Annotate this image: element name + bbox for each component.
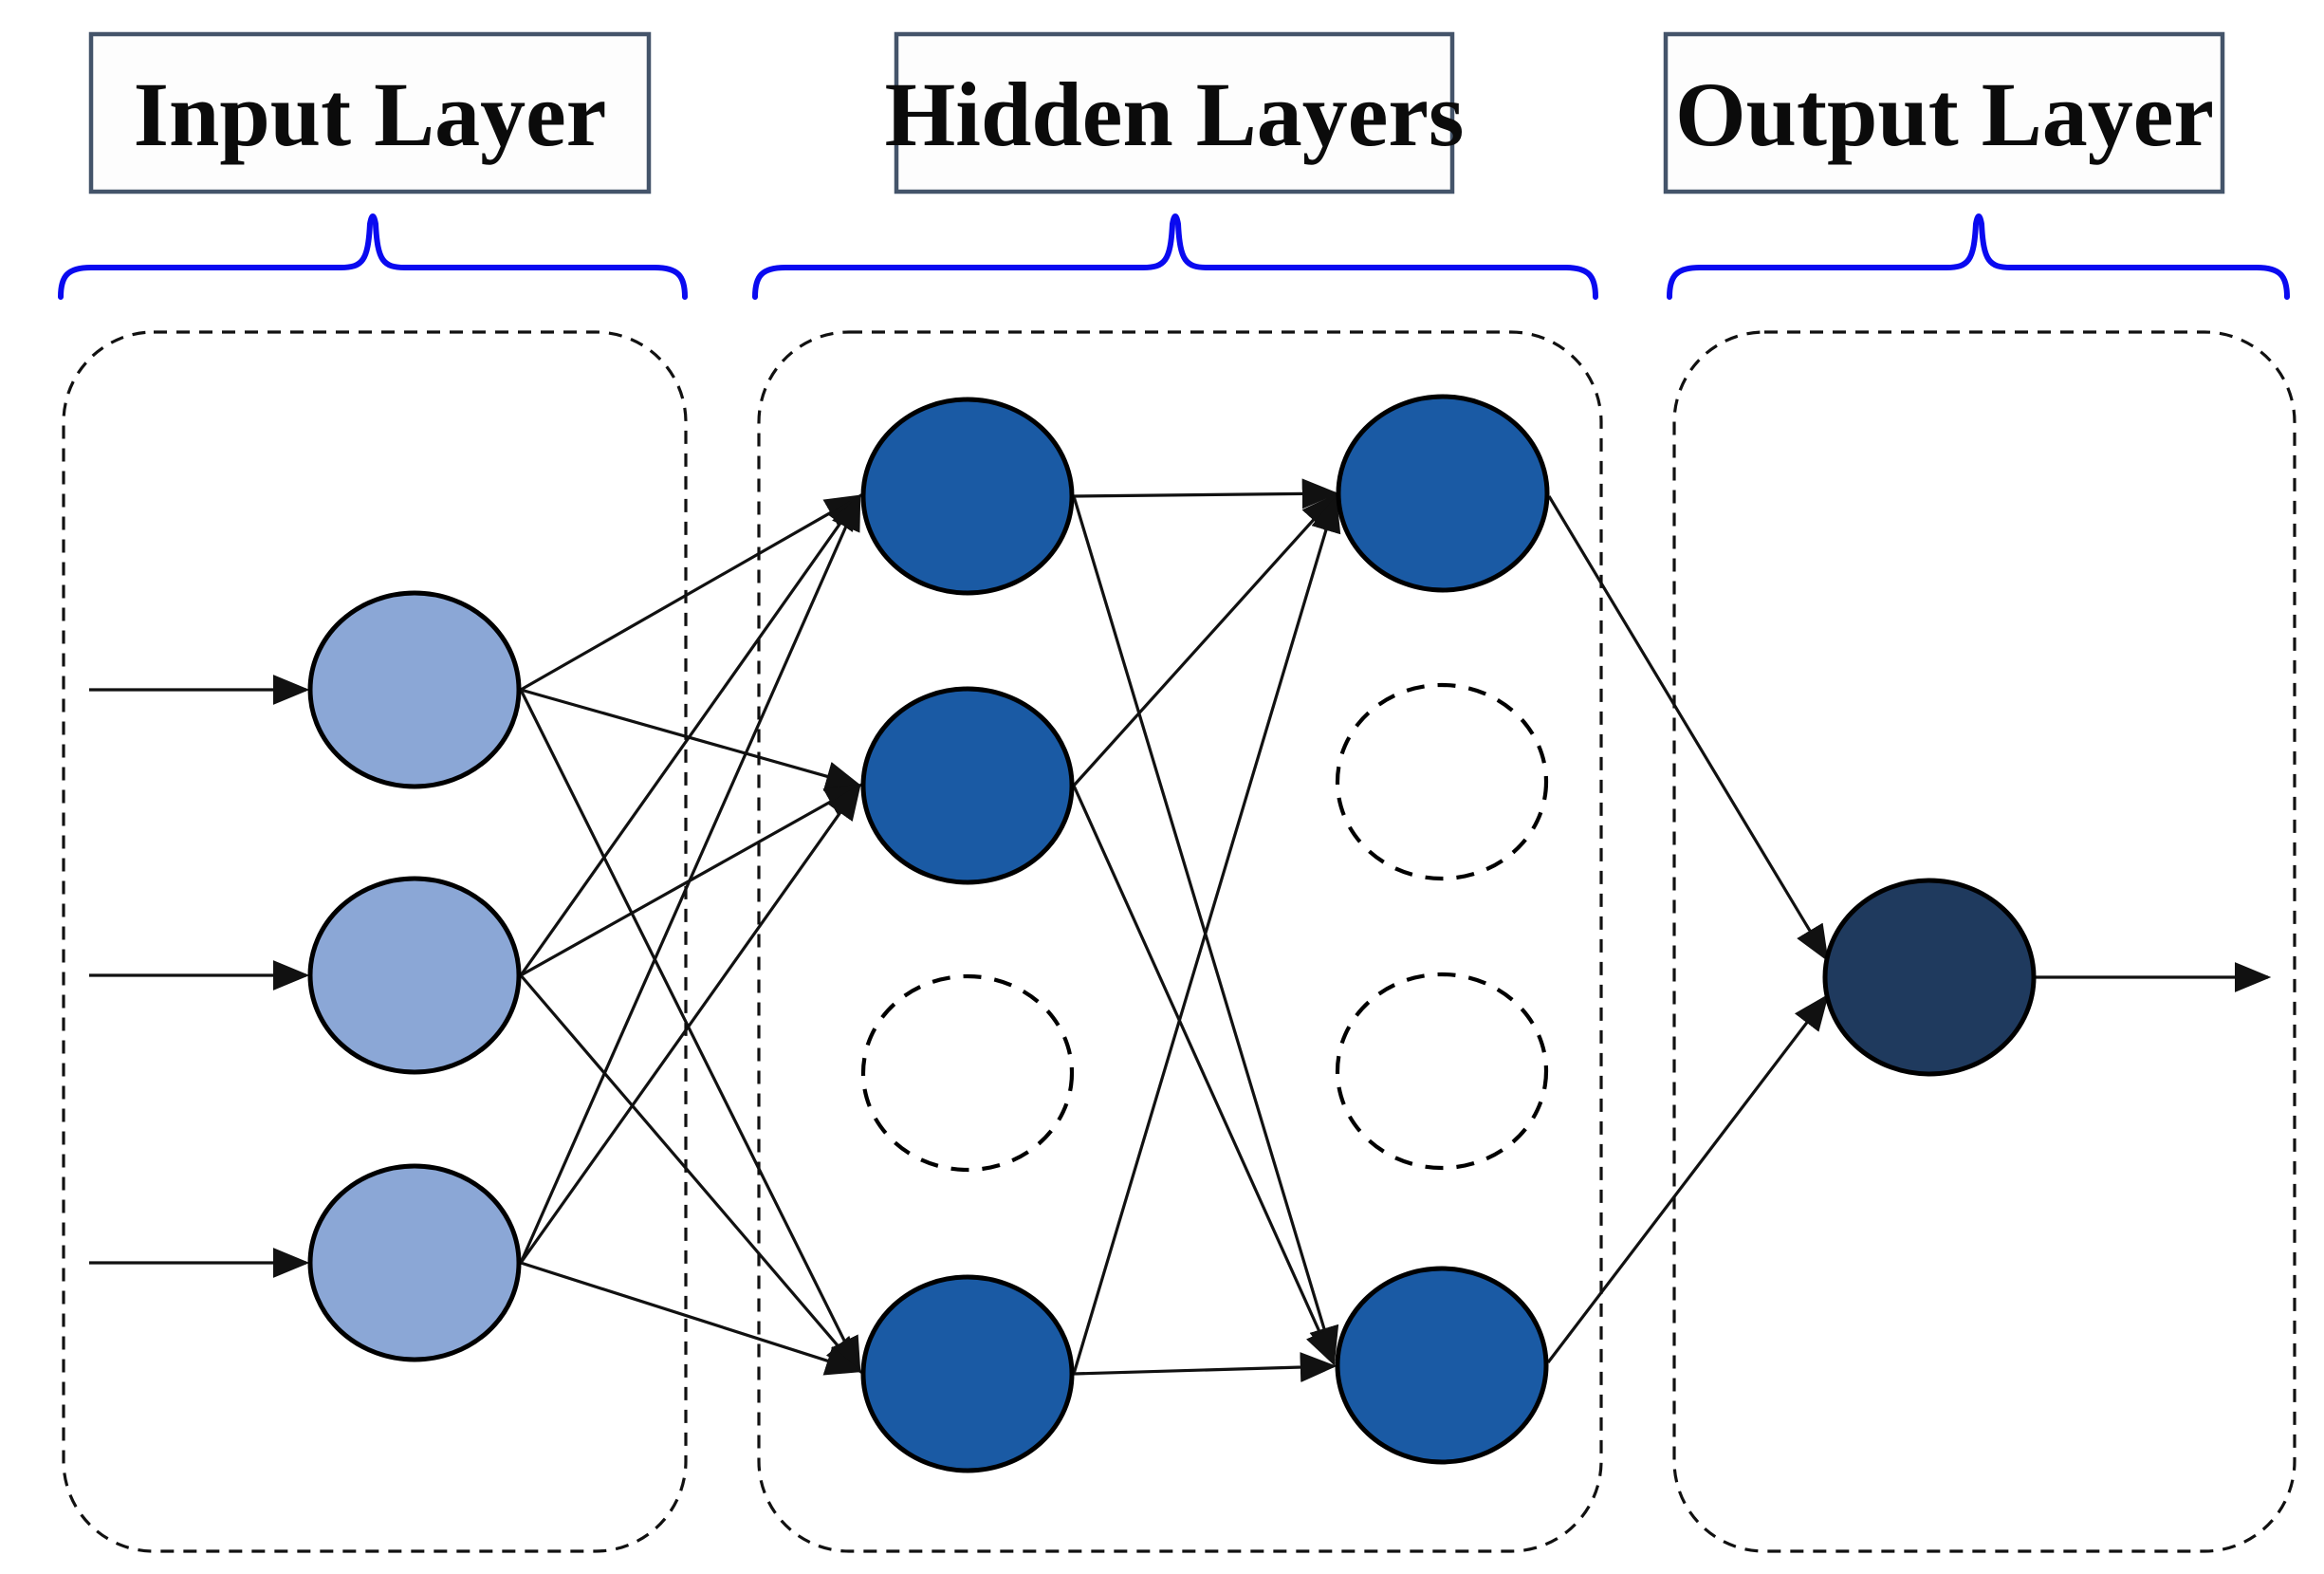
edge-h12-h21 [1072,492,1338,787]
node-hidden-2-ellipsis-1 [1335,682,1549,881]
node-hidden-2-ellipsis-2 [1335,972,1549,1171]
edge-i2-h11 [519,493,861,976]
node-hidden-1-1 [860,397,1075,596]
output-layer-title: Output Layer [1675,64,2214,165]
hidden-layers-title-box [894,31,1455,194]
node-hidden-1-3 [860,1274,1075,1473]
output-panel-border [1672,330,2296,1553]
hidden-panel-border [757,330,1603,1553]
node-input-2 [307,876,522,1075]
node-hidden-1-2 [860,686,1075,885]
edge-h13-h22 [1073,1352,1337,1383]
edge-h21-out [1547,495,1829,962]
edge-i3-h11 [519,493,861,1264]
edge-h22-out [1546,993,1829,1363]
node-hidden-2-1 [1336,394,1550,593]
edge-h12-h22 [1072,785,1336,1366]
edge-i1-h13 [519,689,861,1374]
input-panel-border [62,330,688,1553]
edge-h11-h22 [1072,495,1339,1364]
node-input-1 [307,590,522,789]
edge-i2-h13 [519,973,862,1374]
node-output-1 [1822,878,2037,1077]
input-layer-title: Input Layer [134,64,607,165]
output-brace [1667,213,2290,300]
hidden-brace [752,213,1598,300]
node-input-3 [307,1163,522,1362]
edge-i3-h13 [520,1261,863,1376]
input-brace [58,213,688,300]
edge-i1-h11 [520,494,862,692]
output-layer-title-box [1663,31,2225,194]
node-hidden-1-ellipsis [860,973,1075,1173]
edge-h13-h21 [1072,494,1341,1375]
edge-i3-h12 [519,783,861,1264]
edge-h11-h21 [1073,478,1339,509]
hidden-layers-title: Hidden Layers [885,64,1465,165]
input-layer-title-box [88,31,652,194]
node-hidden-2-2 [1335,1266,1549,1465]
